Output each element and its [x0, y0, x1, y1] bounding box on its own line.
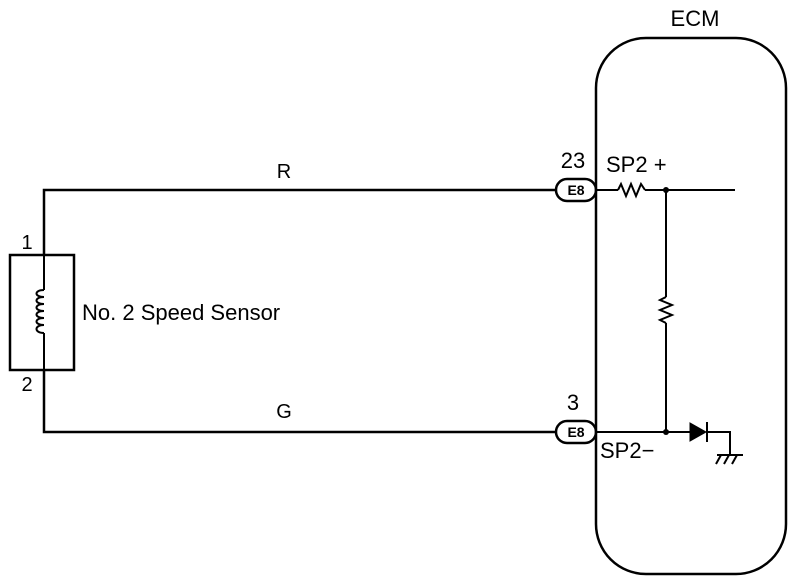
- speed-sensor-box: [8, 253, 76, 372]
- resistor-series-icon: [617, 181, 646, 199]
- ground-icon: [715, 454, 738, 465]
- wire-g-label: G: [276, 401, 292, 423]
- ground-lead: [707, 431, 731, 455]
- connector-bottom-id: E8: [567, 424, 584, 440]
- wire-g: [42, 370, 556, 434]
- resistor-shunt-icon: [657, 296, 675, 324]
- connector-bottom-pin: 3: [567, 390, 579, 415]
- terminal-sp2-plus: SP2 +: [606, 152, 667, 177]
- terminal-sp2-minus: SP2−: [600, 438, 654, 463]
- coil-icon: [35, 289, 45, 334]
- wire-r-label: R: [277, 161, 291, 183]
- connector-top-pin: 23: [561, 148, 585, 173]
- sensor-label: No. 2 Speed Sensor: [82, 300, 280, 325]
- ecm-box: [594, 36, 788, 576]
- sensor-pin-bottom: 2: [21, 374, 32, 396]
- wire-r: [42, 188, 556, 255]
- diode-icon: [689, 422, 708, 442]
- ecm-label: ECM: [671, 6, 720, 31]
- connector-top-id: E8: [567, 182, 584, 198]
- sensor-pin-top: 1: [21, 232, 32, 254]
